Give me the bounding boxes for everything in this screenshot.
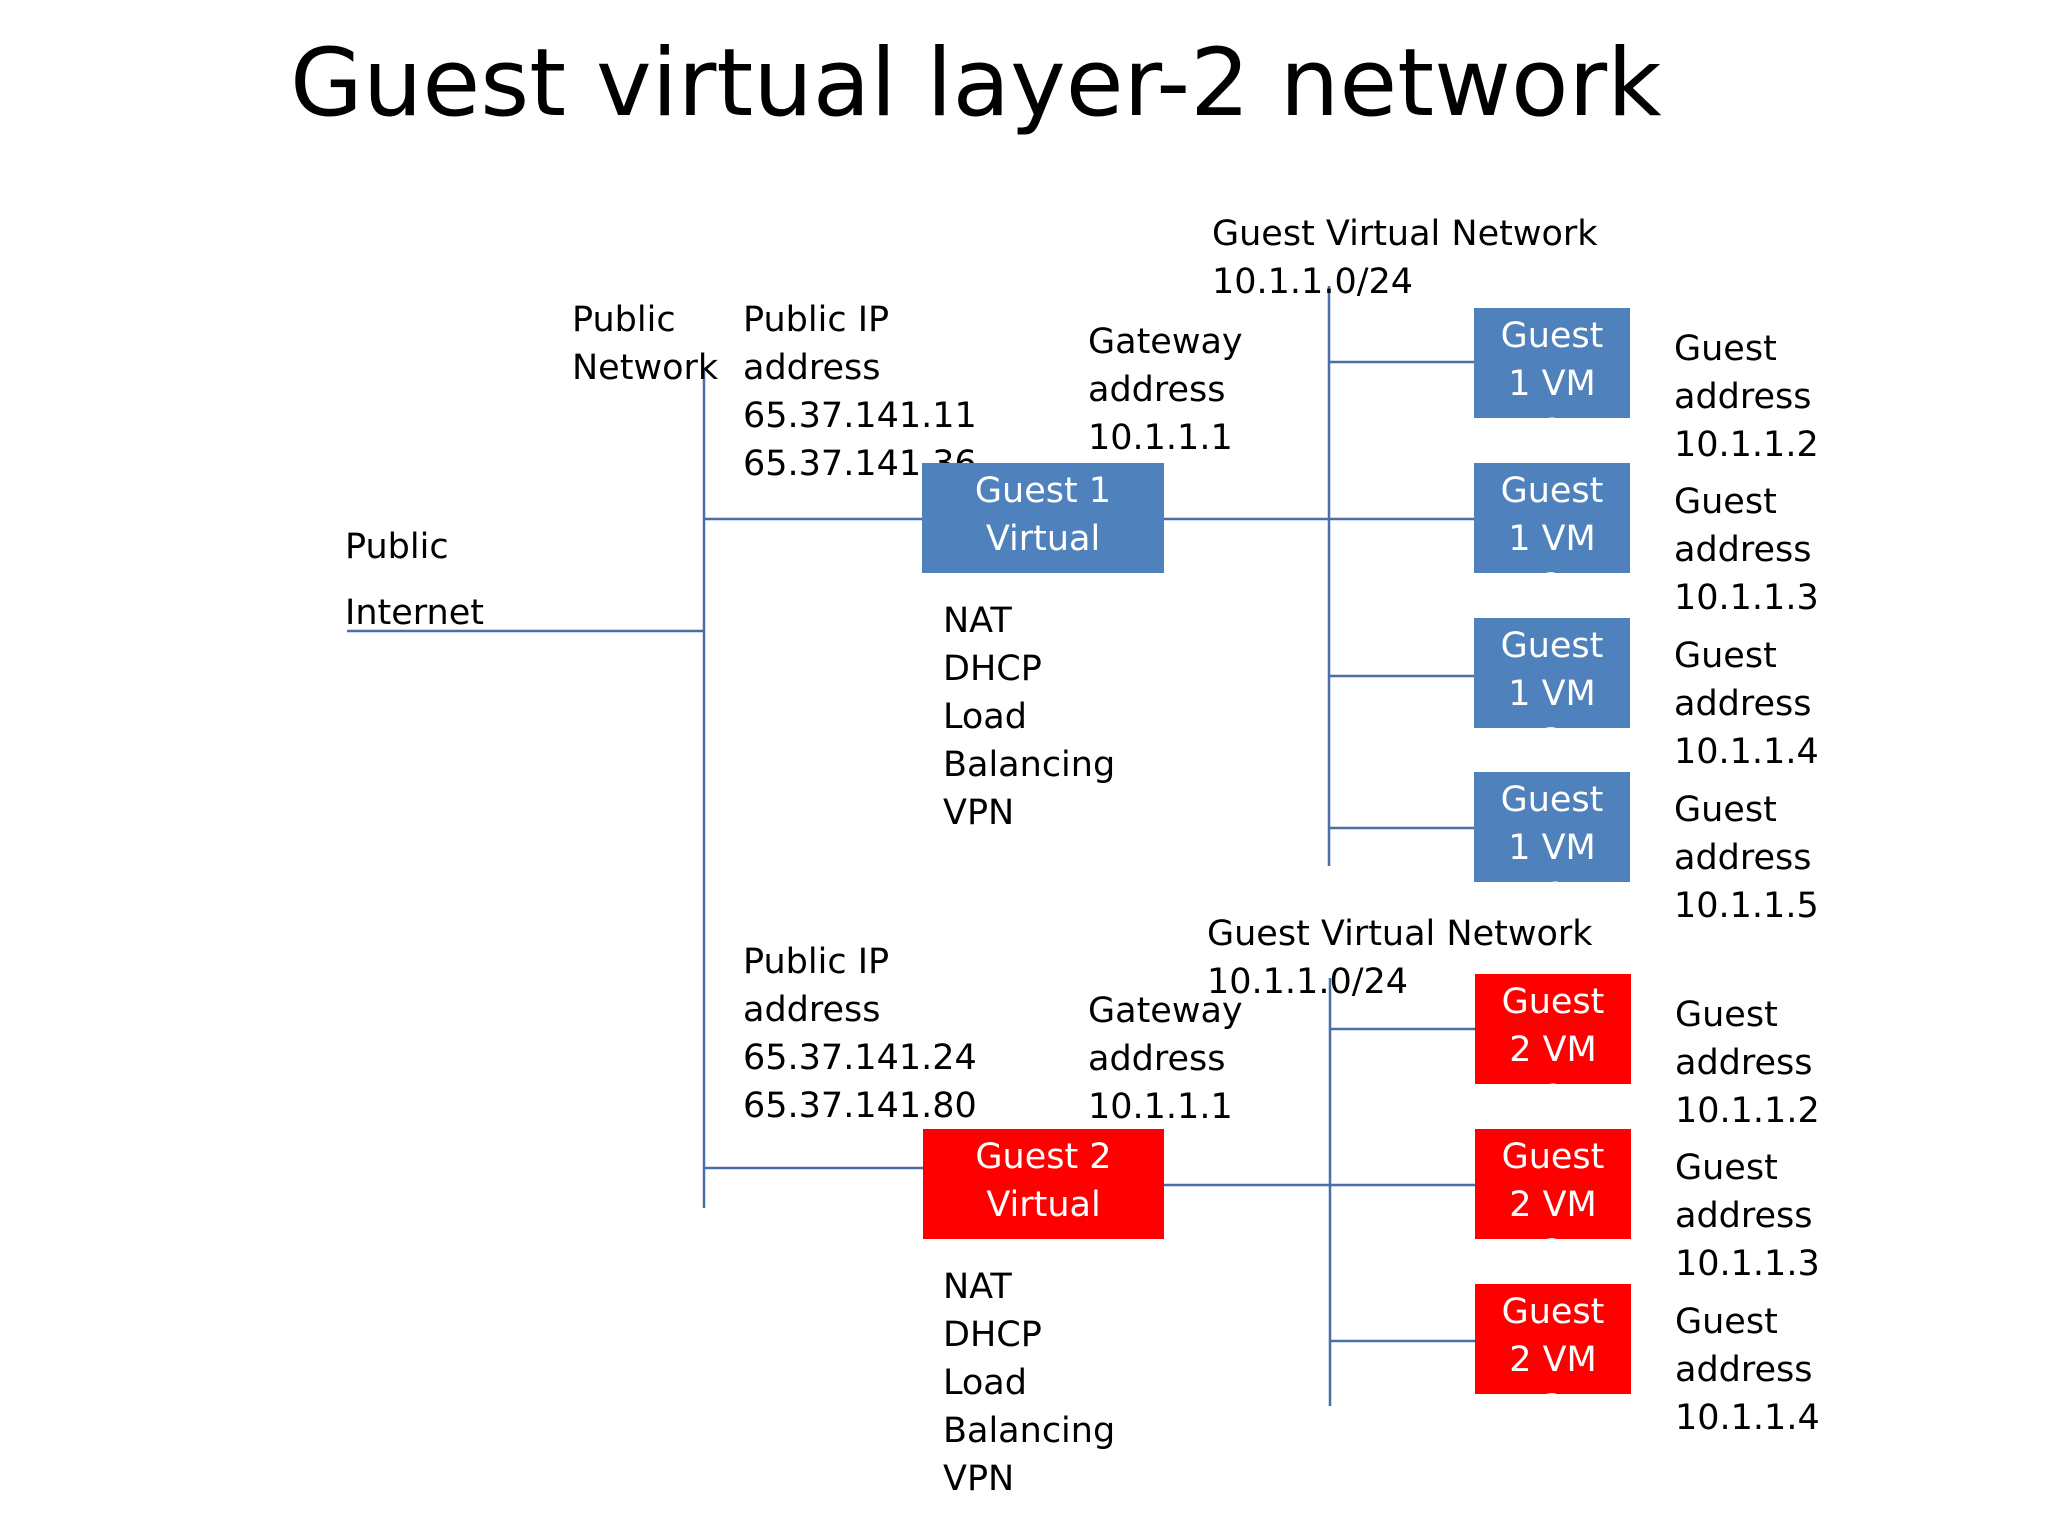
guest2-vm-1-address: Guest address 10.1.1.2 [1675, 995, 1820, 1131]
guest2-vm-2-address: Guest address 10.1.1.3 [1675, 1148, 1820, 1284]
guest1-vm-3[interactable]: Guest 1 VM 3 [1474, 618, 1630, 728]
page-title: Guest virtual layer-2 network [290, 29, 1662, 138]
guest1-gateway-label: Gateway address 10.1.1.1 [1088, 322, 1243, 458]
guest2-gateway-label: Gateway address 10.1.1.1 [1088, 991, 1243, 1127]
guest1-network-label: Guest Virtual Network 10.1.1.0/24 [1212, 214, 1598, 302]
guest2-network-label: Guest Virtual Network 10.1.1.0/24 [1207, 914, 1593, 1002]
guest1-vm-1-address: Guest address 10.1.1.2 [1674, 329, 1819, 465]
guest1-vm-2-address: Guest address 10.1.1.3 [1674, 482, 1819, 618]
guest2-public-ip-label: Public IP address 65.37.141.24 65.37.141… [743, 942, 977, 1126]
guest1-vm-1[interactable]: Guest 1 VM 1 [1474, 308, 1630, 418]
guest1-vm-3-address: Guest address 10.1.1.4 [1674, 636, 1819, 772]
guest2-virtual-router[interactable]: Guest 2 Virtual Router [923, 1129, 1164, 1239]
guest1-vm-2[interactable]: Guest 1 VM 2 [1474, 463, 1630, 573]
guest2-vm-3-address: Guest address 10.1.1.4 [1675, 1302, 1820, 1438]
guest1-vm-4-address: Guest address 10.1.1.5 [1674, 790, 1819, 926]
guest2-vm-1[interactable]: Guest 2 VM 1 [1475, 974, 1631, 1084]
guest1-services-list: NAT DHCP Load Balancing VPN [943, 601, 1116, 833]
guest2-vm-2[interactable]: Guest 2 VM 2 [1475, 1129, 1631, 1239]
guest1-virtual-router[interactable]: Guest 1 Virtual Router [922, 463, 1164, 573]
guest1-public-ip-label: Public IP address 65.37.141.11 65.37.141… [743, 300, 977, 484]
public-network-label: Public Network [572, 300, 719, 388]
public-internet-label: Public Internet [345, 527, 484, 633]
guest2-vm-3[interactable]: Guest 2 VM 3 [1475, 1284, 1631, 1394]
guest2-services-list: NAT DHCP Load Balancing VPN [943, 1267, 1116, 1499]
guest1-vm-4[interactable]: Guest 1 VM 4 [1474, 772, 1630, 882]
